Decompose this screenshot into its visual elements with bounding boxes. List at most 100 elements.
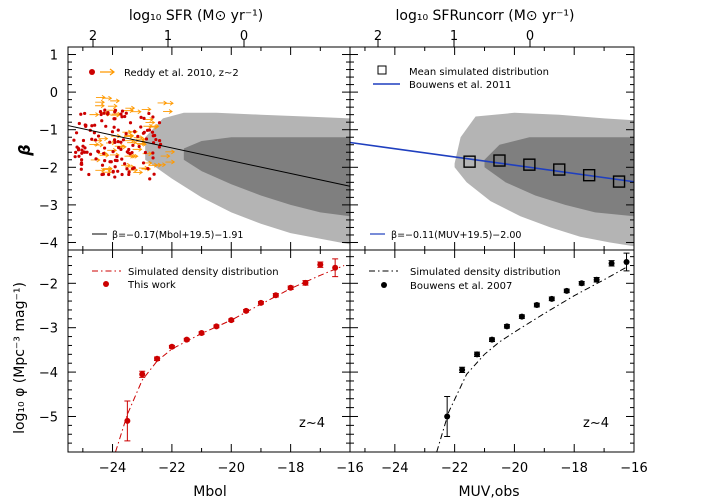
mean-sim-square (582, 168, 596, 182)
reddy-data-point (77, 121, 81, 126)
reddy-data-point (144, 137, 149, 141)
fit-line (349, 141, 635, 183)
lf-data-point (317, 261, 324, 268)
upper-limit-arrow (107, 103, 118, 109)
reddy-data-point (120, 172, 124, 177)
upper-limit-arrow (95, 167, 106, 173)
reddy-data-point (72, 138, 76, 142)
lf-data-point (578, 280, 585, 287)
lf-data-point (124, 417, 131, 424)
reddy-data-point (124, 132, 128, 136)
reddy-data-point (148, 177, 152, 181)
reddy-data-point (73, 155, 77, 159)
reddy-data-point (83, 111, 87, 116)
upper-limit-arrow (123, 134, 134, 139)
upper-limit-arrow (165, 159, 176, 165)
y-tick-label-beta: −1 (39, 124, 58, 139)
upper-limit-arrow (148, 124, 159, 130)
mean-sim-square (553, 163, 566, 176)
reddy-data-point (90, 137, 94, 141)
reddy-data-point (79, 112, 83, 116)
legend-bouwens-2007: Bouwens et al. 2007 (410, 281, 512, 292)
reddy-data-point (120, 109, 125, 113)
reddy-data-point (74, 150, 78, 154)
reddy-data-point (76, 148, 81, 152)
upper-limit-arrow (89, 112, 100, 117)
reddy-data-point (100, 163, 105, 167)
reddy-data-point (127, 172, 131, 177)
upper-limit-arrow (121, 162, 131, 168)
y-tick-label-phi: −5 (39, 410, 58, 425)
x-tick-label-muv: −16 (620, 461, 647, 476)
reddy-data-point (117, 146, 121, 150)
lf-data-point (623, 258, 630, 265)
reddy-data-point (112, 138, 117, 142)
lf-data-point (302, 279, 309, 286)
legend-open-square-marker (377, 65, 387, 75)
y-tick-label-beta: 1 (50, 49, 58, 64)
reddy-data-point (107, 172, 111, 177)
reddy-data-point (79, 162, 83, 166)
reddy-data-point (151, 151, 155, 155)
upper-limit-arrow (95, 95, 106, 100)
y-tick-label-phi: −4 (39, 366, 58, 381)
panel-lf-muv (436, 252, 630, 453)
upper-limit-arrow (123, 108, 134, 113)
legend-sim-density-left: Simulated density distribution (128, 267, 279, 278)
reddy-data-point (133, 129, 137, 134)
reddy-data-point (80, 158, 84, 162)
mean-sim-square (612, 175, 626, 188)
lf-data-point (287, 284, 294, 291)
sim-density-curve (436, 265, 629, 453)
reddy-data-point (93, 123, 97, 127)
x-axis-label-mbol: Mbol (193, 484, 226, 500)
panel-lf-mbol (115, 258, 345, 453)
top-right-axis-title: log₁₀ SFRuncorr (M⊙ yr⁻¹) (395, 8, 574, 24)
lf-data-point (459, 366, 466, 373)
sfr-top-tick-label: 1 (164, 29, 172, 44)
upper-limit-arrow (145, 120, 156, 125)
reddy-data-point (101, 172, 105, 176)
lf-data-point (139, 371, 146, 378)
lf-data-point (243, 307, 250, 314)
sfr-top-tick-label: 2 (374, 29, 382, 44)
upper-limit-arrow (137, 141, 147, 147)
reddy-data-point (150, 130, 155, 134)
reddy-data-point (94, 157, 98, 161)
reddy-data-point (103, 108, 107, 112)
reddy-data-point (131, 143, 135, 147)
upper-limit-arrow (125, 105, 136, 111)
sfr-top-tick-label: 0 (526, 29, 534, 44)
reddy-data-point (84, 124, 88, 128)
reddy-data-point (139, 115, 143, 120)
reddy-data-point (81, 138, 86, 143)
reddy-data-point (88, 152, 93, 156)
reddy-data-point (82, 150, 86, 154)
reddy-data-point (102, 151, 106, 156)
y-tick-label-beta: −3 (39, 199, 58, 214)
reddy-data-point (105, 112, 110, 116)
reddy-data-point (116, 128, 120, 132)
lf-data-point (474, 351, 481, 358)
x-tick-label-mbol: −18 (277, 461, 304, 476)
reddy-data-point (147, 128, 152, 132)
reddy-data-point (74, 131, 79, 135)
sfr-top-tick-label: 0 (240, 29, 248, 44)
x-tick-label-mbol: −24 (99, 461, 126, 476)
reddy-data-point (147, 111, 151, 116)
panel-beta-muv (349, 112, 635, 247)
reddy-data-point (75, 145, 79, 149)
lf-data-point (198, 330, 205, 337)
upper-limit-arrow (99, 152, 110, 158)
density-inner-contour (183, 137, 350, 217)
upper-limit-arrow (126, 153, 137, 159)
z-label-left: z~4 (299, 416, 325, 431)
beta-axis-label: β (15, 144, 34, 156)
lf-data-point (503, 323, 510, 330)
reddy-data-point (103, 158, 107, 163)
lf-data-point (608, 260, 615, 267)
z-label-right: z~4 (583, 416, 609, 431)
reddy-data-point (139, 125, 143, 129)
fit-equation-left: β=−0.17(Mbol+19.5)−1.91 (112, 230, 243, 241)
